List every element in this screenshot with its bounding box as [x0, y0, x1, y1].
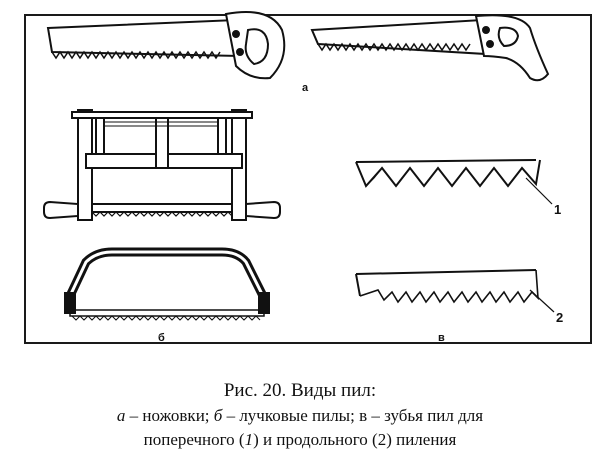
figure-caption-line-1: а – ножовки; б – лучковые пилы; в – зубь…: [0, 406, 600, 426]
caption-letter-b: б: [213, 406, 223, 425]
caption-number-1: 1: [244, 430, 254, 449]
caption-text-b: – лучковые пилы; в – зубья пил для: [222, 406, 484, 425]
crosscut-teeth-illustration: [355, 159, 553, 205]
panel-label-b: б: [158, 332, 165, 344]
figure-caption-line-2: поперечного (1) и продольного (2) пилени…: [0, 430, 600, 450]
caption-text-post: ) и продольного (2) пиления: [253, 430, 457, 449]
caption-letter-a: а: [116, 406, 126, 425]
figure-caption-title: Рис. 20. Виды пил:: [223, 380, 377, 401]
caption-text-a: – ножовки;: [125, 406, 214, 425]
panel-label-v: в: [438, 332, 445, 344]
ripcut-teeth-illustration: [355, 269, 555, 313]
callout-number-1: 1: [554, 202, 562, 217]
handsaw-illustration-1: [46, 11, 286, 80]
figure-frame: [24, 14, 592, 344]
hacksaw-illustration: [64, 247, 270, 321]
handsaw-illustration-2: [310, 14, 550, 82]
caption-text-pre: поперечного (: [143, 430, 245, 449]
callout-number-2: 2: [556, 310, 564, 325]
bow-saw-illustration: [43, 109, 281, 221]
panel-label-a: а: [302, 82, 309, 94]
